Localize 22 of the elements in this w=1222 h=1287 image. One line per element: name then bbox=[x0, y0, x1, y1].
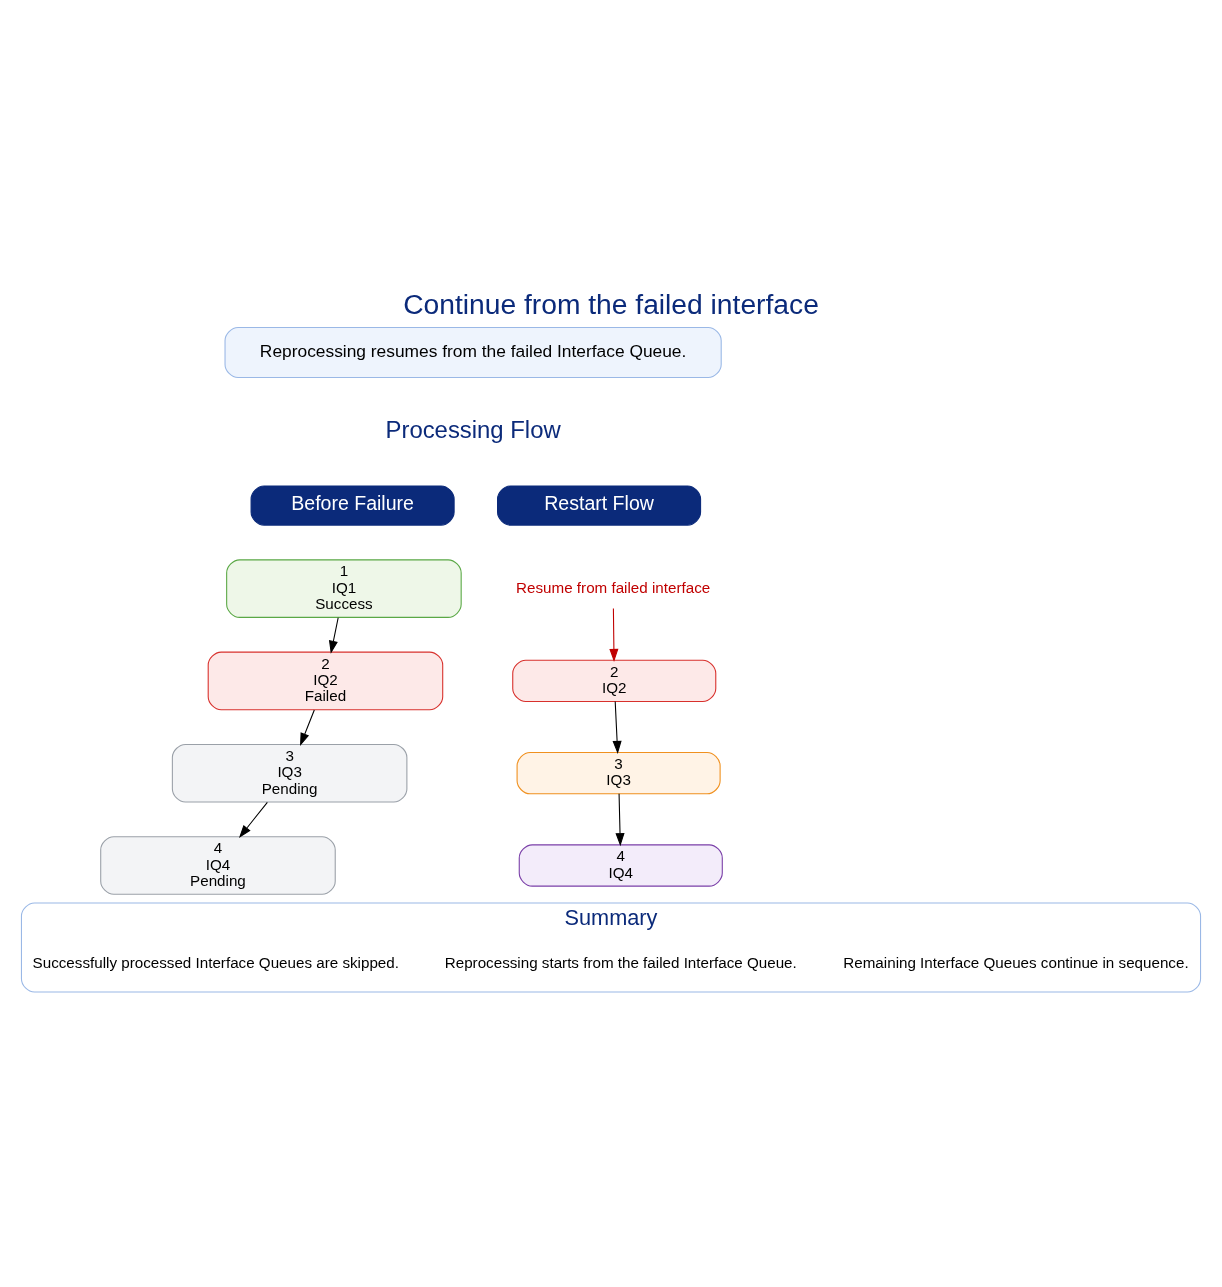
node-box: Before Failure bbox=[250, 485, 455, 526]
diagram-title: Continue from the failed interface bbox=[403, 287, 819, 320]
label: Processing Flow bbox=[385, 415, 561, 443]
node-box: 1 IQ1 Success bbox=[226, 558, 462, 618]
arrow bbox=[609, 607, 619, 662]
arrow bbox=[615, 792, 625, 846]
node-box: Reprocessing resumes from the failed Interface Queue. bbox=[224, 326, 722, 378]
node-box: 3 IQ3 bbox=[516, 751, 721, 794]
node-text: Successfully processed Interface Queues are skipped. bbox=[32, 953, 399, 971]
node-text: Remaining Interface Queues continue in sequence. bbox=[843, 953, 1189, 971]
arrow bbox=[612, 700, 622, 754]
node-box: 3 IQ3 Pending bbox=[171, 743, 408, 802]
node-text: Reprocessing starts from the failed Interface Queue. bbox=[444, 953, 797, 971]
node-box: Restart Flow bbox=[497, 485, 702, 526]
arrow bbox=[238, 801, 268, 838]
node-text: Resume from failed interface bbox=[516, 578, 711, 596]
node-box: 4 IQ4 Pending bbox=[100, 835, 336, 895]
node-box: 2 IQ2 bbox=[512, 659, 717, 702]
node-box: 2 IQ2 Failed bbox=[207, 651, 444, 710]
node-box: 4 IQ4 bbox=[518, 843, 723, 887]
arrow bbox=[328, 616, 339, 654]
arrow bbox=[300, 708, 315, 746]
